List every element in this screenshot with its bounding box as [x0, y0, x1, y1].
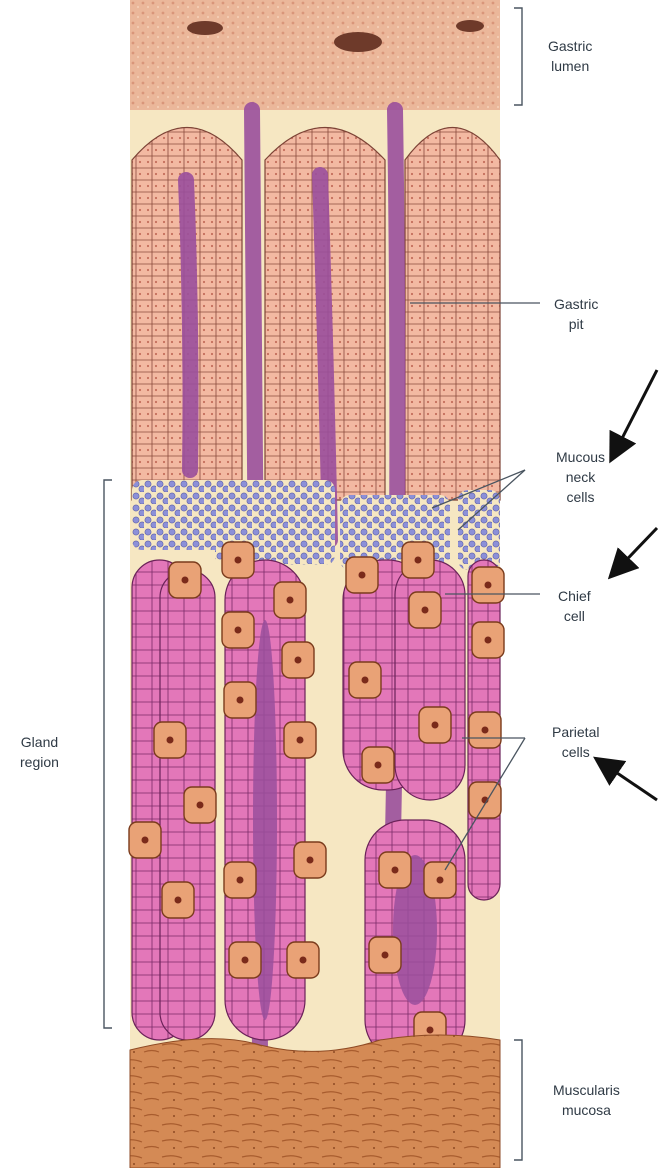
muscularis-mucosa-label: Muscularis mucosa — [553, 1080, 620, 1120]
parietal-cell-nucleus — [297, 737, 304, 744]
muscularis-mucosa-label-line1: Muscularis — [553, 1080, 620, 1100]
lumen-debris — [334, 32, 382, 52]
parietal-cell-nucleus — [235, 627, 242, 634]
parietal-cells-label-line1: Parietal — [552, 722, 599, 742]
lumen-debris — [187, 21, 223, 35]
parietal-cells-arrow — [598, 760, 657, 800]
gland-region-label: Gland region — [20, 732, 59, 772]
parietal-cell-nucleus — [287, 597, 294, 604]
parietal-cell-nucleus — [167, 737, 174, 744]
gastric-lumen-label-line1: Gastric — [548, 36, 592, 56]
muscularis-mucosa-label-line2: mucosa — [553, 1100, 620, 1120]
gland-lumen-channel — [186, 180, 191, 470]
parietal-cell-nucleus — [415, 557, 422, 564]
parietal-cell-nucleus — [237, 877, 244, 884]
mucous-neck-cell-cluster — [458, 490, 500, 570]
parietal-cell-nucleus — [197, 802, 204, 809]
parietal-cell-nucleus — [437, 877, 444, 884]
parietal-cell-nucleus — [142, 837, 149, 844]
parietal-cell-nucleus — [235, 557, 242, 564]
parietal-cell-nucleus — [182, 577, 189, 584]
gastric-lumen-area — [130, 0, 500, 110]
parietal-cells-label-line2: cells — [552, 742, 599, 762]
parietal-cell-nucleus — [485, 637, 492, 644]
chief-cell-label-line2: cell — [558, 606, 591, 626]
gastric-pit-label: Gastric pit — [554, 294, 598, 334]
muscularis-mucosa-layer — [130, 1035, 500, 1168]
parietal-cell-nucleus — [362, 677, 369, 684]
gland-region-bracket — [104, 480, 112, 1028]
gland-region-label-line1: Gland — [20, 732, 59, 752]
chief-cell-arrow — [612, 528, 657, 575]
parietal-cell-nucleus — [295, 657, 302, 664]
mucous-neck-cells-label-line2: neck — [556, 467, 605, 487]
gastric-lumen-label-line2: lumen — [548, 56, 592, 76]
gastric-lumen-bracket — [514, 8, 522, 105]
tissue-section — [129, 0, 504, 1168]
parietal-cell-nucleus — [392, 867, 399, 874]
mucous-neck-cells-label-line1: Mucous — [556, 447, 605, 467]
gland-region-label-line2: region — [20, 752, 59, 772]
parietal-cell-nucleus — [242, 957, 249, 964]
mucous-neck-arrow — [612, 370, 657, 458]
mucous-neck-cells-label: Mucous neck cells — [556, 447, 605, 507]
parietal-cell-nucleus — [359, 572, 366, 579]
parietal-cell-nucleus — [382, 952, 389, 959]
gastric-lumen-label: Gastric lumen — [548, 36, 592, 76]
chief-cell-label-line1: Chief — [558, 586, 591, 606]
parietal-cell-nucleus — [175, 897, 182, 904]
parietal-cell-nucleus — [432, 722, 439, 729]
pit-epithelium-column — [405, 128, 500, 501]
parietal-cell-nucleus — [482, 727, 489, 734]
parietal-cells-label: Parietal cells — [552, 722, 599, 762]
chief-cell-label: Chief cell — [558, 586, 591, 626]
mucous-neck-cells-label-line3: cells — [556, 487, 605, 507]
muscularis-mucosa-bracket — [514, 1040, 522, 1160]
parietal-cell-nucleus — [300, 957, 307, 964]
parietal-cell-nucleus — [237, 697, 244, 704]
parietal-cell-nucleus — [422, 607, 429, 614]
gastric-pit-label-line1: Gastric — [554, 294, 598, 314]
parietal-cell-nucleus — [375, 762, 382, 769]
parietal-cell-nucleus — [485, 582, 492, 589]
parietal-cell-nucleus — [307, 857, 314, 864]
lumen-debris — [456, 20, 484, 32]
gastric-pit-label-line2: pit — [554, 314, 598, 334]
parietal-cell-nucleus — [427, 1027, 434, 1034]
